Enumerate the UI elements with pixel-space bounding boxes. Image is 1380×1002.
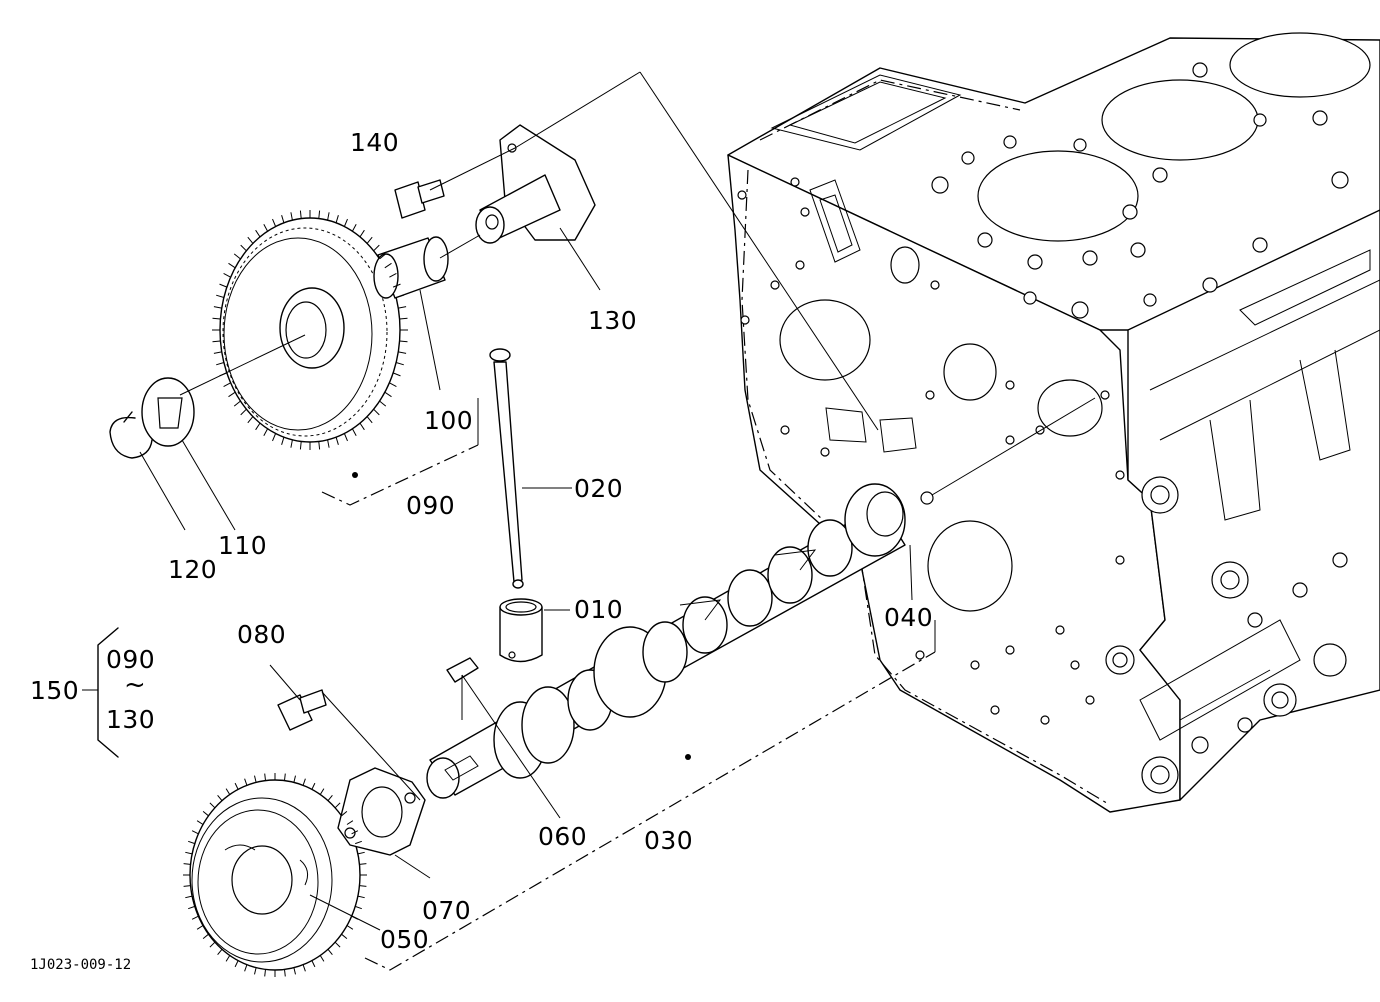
steel-ball <box>920 491 934 505</box>
key-060 <box>446 657 479 683</box>
callout-010: 010 <box>574 595 624 624</box>
callout-060: 060 <box>538 822 588 851</box>
deck-holes <box>931 62 1349 319</box>
diagram-code: 1J023-009-12 <box>30 957 132 973</box>
circlip <box>109 411 153 459</box>
bolt-080 <box>277 689 327 731</box>
stopper-plate <box>337 767 426 856</box>
lower-bosses <box>1105 476 1348 794</box>
callout-030: 030 <box>644 826 694 855</box>
bushing <box>373 236 449 299</box>
idle-gear <box>219 217 401 443</box>
engine-block <box>727 32 1380 813</box>
callout-100: 100 <box>424 406 474 435</box>
cam-gear <box>189 779 361 971</box>
callout-140: 140 <box>350 128 400 157</box>
bolt-140 <box>394 179 445 219</box>
callout-090: 090 <box>406 491 456 520</box>
callout-120: 120 <box>168 555 218 584</box>
callout-110: 110 <box>218 531 268 560</box>
front-holes <box>737 177 1125 725</box>
callout-080: 080 <box>237 620 287 649</box>
idle-gear-shaft <box>475 124 596 244</box>
cam-gear-teeth <box>183 773 367 977</box>
group-label-150: 150 <box>30 676 80 705</box>
group-range-symbol: ~ <box>124 670 147 700</box>
callout-130: 130 <box>588 306 638 335</box>
leader-lines <box>82 71 1096 971</box>
thrust-washer <box>141 377 195 447</box>
idle-gear-teeth <box>212 210 408 450</box>
tappet <box>499 598 543 663</box>
camshaft <box>426 483 906 799</box>
group-range-end: 130 <box>106 705 156 734</box>
callout-050: 050 <box>380 925 430 954</box>
callout-020: 020 <box>574 474 624 503</box>
callout-070: 070 <box>422 896 472 925</box>
callout-040: 040 <box>884 603 934 632</box>
push-rod <box>489 348 524 589</box>
group-range-start: 090 <box>106 645 156 674</box>
